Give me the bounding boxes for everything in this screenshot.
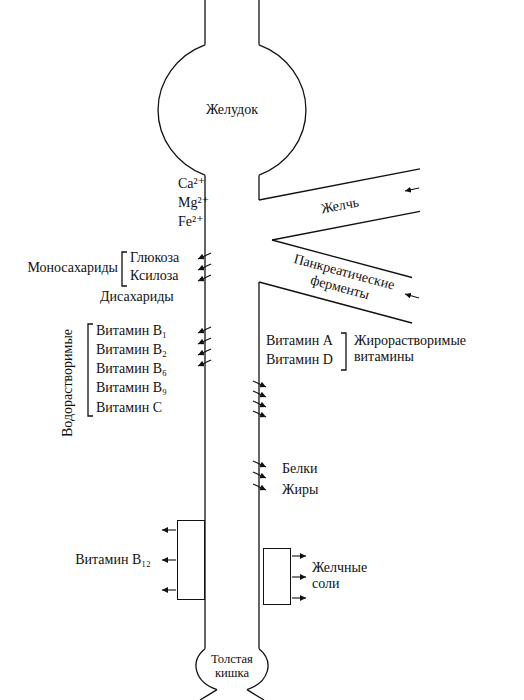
absorption-arrow xyxy=(162,589,176,590)
absorption-arrow xyxy=(162,529,176,530)
absorption-arrow xyxy=(198,327,211,333)
rectum-wall xyxy=(200,690,217,700)
annotation-label: Витамин D xyxy=(266,352,333,368)
absorption-arrow xyxy=(292,597,306,598)
node-label: Желчь xyxy=(320,194,361,217)
absorption-arrow xyxy=(253,472,266,478)
annotation-label: Жирорастворимые витамины xyxy=(354,333,504,365)
absorption-arrow xyxy=(292,576,306,577)
absorption-arrow xyxy=(198,253,211,259)
node-label: Витамин B₁₂ xyxy=(75,552,151,569)
annotation-label: Витамин B₁ xyxy=(96,323,167,339)
stomach-outline xyxy=(259,45,306,175)
esophagus-wall xyxy=(204,0,205,45)
colon: Толстая кишка xyxy=(196,640,268,692)
annotation-label: Витамин B₂ xyxy=(96,342,167,358)
annotation-label: Витамин A xyxy=(266,333,333,349)
intestine-wall xyxy=(258,282,259,649)
bracket xyxy=(88,324,93,416)
esophagus-wall xyxy=(258,0,259,45)
stomach-outline xyxy=(158,45,205,175)
node-label: Желчные соли xyxy=(312,560,390,594)
annotation-label: Белки xyxy=(282,461,318,477)
absorption-arrow xyxy=(162,559,176,560)
absorption-arrow xyxy=(253,484,266,490)
absorption-arrow xyxy=(405,294,419,298)
annotation-label: Mg²⁺ xyxy=(178,195,209,211)
absorption-arrow xyxy=(198,349,211,355)
absorption-arrow xyxy=(292,555,306,556)
bile-salts-box: Желчные соли xyxy=(263,548,291,605)
bile-duct-wall xyxy=(259,169,420,200)
stomach: Желудок xyxy=(158,40,306,180)
node-label: Желудок xyxy=(206,102,258,118)
absorption-arrow xyxy=(198,338,211,344)
absorption-arrow xyxy=(253,381,266,387)
annotation-label: Витамин B₉ xyxy=(96,380,167,396)
node-label: Панкреатические ферменты xyxy=(280,249,404,311)
rectum-wall xyxy=(247,690,264,700)
bile-duct-wall xyxy=(272,211,420,240)
absorption-arrow xyxy=(405,188,419,191)
annotation-label: Глюкоза xyxy=(130,250,179,266)
annotation-label: Дисахариды xyxy=(100,289,174,305)
absorption-arrow xyxy=(253,411,266,417)
bracket xyxy=(341,333,346,370)
absorption-arrow xyxy=(198,264,211,270)
annotation-label: Водорастворимые xyxy=(60,329,76,437)
bile-duct: Желчь xyxy=(277,176,402,236)
pancreatic-duct: Панкреатические ферменты xyxy=(274,243,410,317)
absorption-arrow xyxy=(198,360,211,366)
absorption-arrow xyxy=(253,461,266,467)
absorption-arrow xyxy=(198,275,211,281)
node-label: Толстая кишка xyxy=(196,652,268,681)
bracket xyxy=(122,252,127,286)
annotation-label: Ксилоза xyxy=(130,268,178,284)
absorption-arrow xyxy=(253,401,266,407)
annotation-label: Жиры xyxy=(282,482,318,498)
vitamin-b12-box: Витамин B₁₂ xyxy=(177,520,205,600)
absorption-arrow xyxy=(253,391,266,397)
annotation-label: Витамин C xyxy=(96,400,162,416)
annotation-label: Fe²⁺ xyxy=(178,214,204,230)
annotation-label: Витамин B₆ xyxy=(96,361,167,377)
annotation-label: Ca²⁺ xyxy=(178,176,205,192)
annotation-label: Моносахариды xyxy=(27,260,118,276)
intestine-wall xyxy=(258,175,259,200)
